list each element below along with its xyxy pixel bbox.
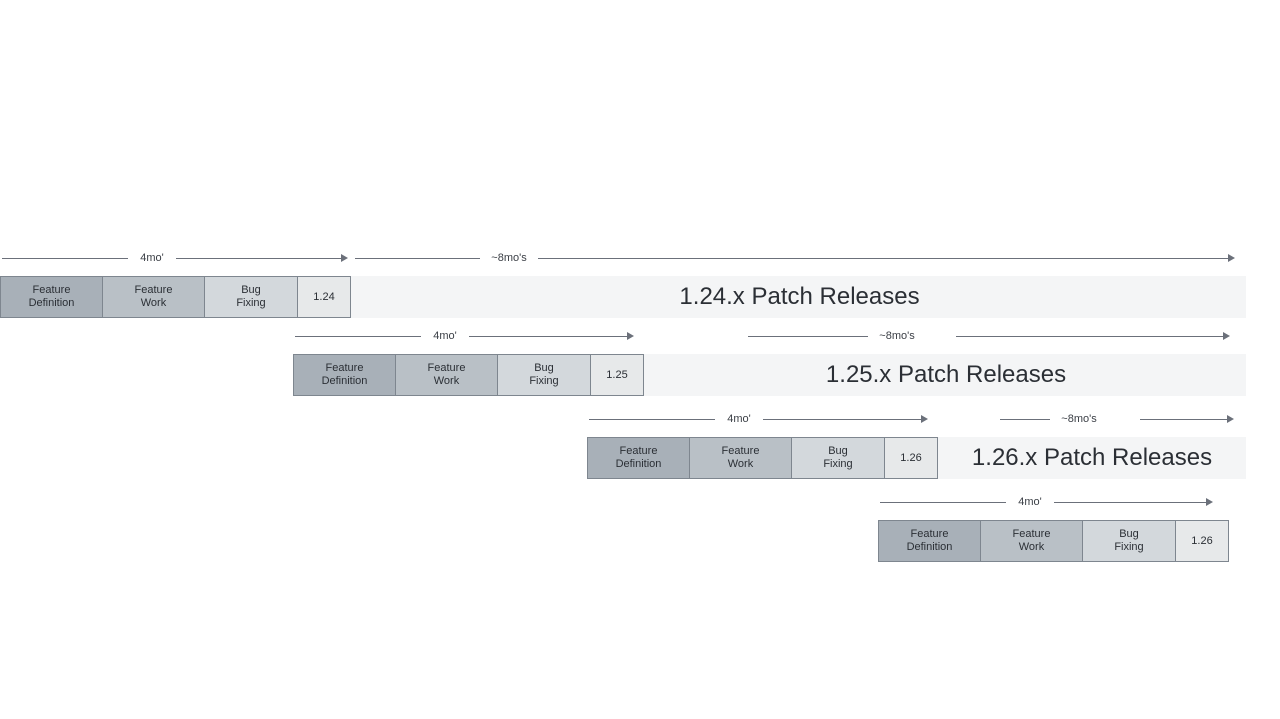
patch-label-wrap-1-26: 1.26.x Patch Releases [938, 437, 1246, 479]
dimension-arrowhead-icon [1228, 254, 1235, 262]
dimension-arrowhead-icon [921, 415, 928, 423]
version-box-1-26[interactable]: 1.26 [884, 437, 938, 479]
dimension-8mo-1-25: ~8mo's [748, 326, 1238, 346]
phase-feature-work[interactable]: Feature Work [395, 354, 498, 396]
dimension-line-right [1140, 419, 1227, 420]
dimension-8mo-1-26: ~8mo's [1000, 409, 1240, 429]
patch-release-label-1-24: 1.24.x Patch Releases [679, 283, 920, 310]
release-row-1-24: 4mo' ~8mo's Feature Definition Feature W… [0, 248, 1280, 325]
dimension-line-right [469, 336, 627, 337]
phase-bug-fixing[interactable]: Bug Fixing [204, 276, 298, 318]
dimension-line-right [1054, 502, 1206, 503]
dimension-arrowhead-icon [1223, 332, 1230, 340]
dimension-arrowhead-icon [1227, 415, 1234, 423]
dimension-line-left [2, 258, 128, 259]
release-row-1-26-next: 4mo' Feature Definition Feature Work Bug… [0, 492, 1280, 569]
phase-feature-definition[interactable]: Feature Definition [878, 520, 981, 562]
phase-feature-work[interactable]: Feature Work [102, 276, 205, 318]
dimension-label-4mo: 4mo' [727, 413, 751, 425]
dimension-line-left [1000, 419, 1050, 420]
phase-feature-definition[interactable]: Feature Definition [0, 276, 103, 318]
dimension-line-right [538, 258, 1228, 259]
dimension-arrowhead-icon [1206, 498, 1213, 506]
dimension-label-8mo: ~8mo's [491, 252, 527, 264]
dimension-line-left [748, 336, 868, 337]
phase-feature-definition[interactable]: Feature Definition [587, 437, 690, 479]
release-row-1-25: 4mo' ~8mo's Feature Definition Feature W… [0, 326, 1280, 403]
version-box-1-25[interactable]: 1.25 [590, 354, 644, 396]
dimension-label-8mo: ~8mo's [1061, 413, 1097, 425]
phase-bar-1-24: Feature Definition Feature Work Bug Fixi… [0, 276, 351, 318]
version-box-1-26-next[interactable]: 1.26 [1175, 520, 1229, 562]
dimension-line-left [589, 419, 715, 420]
phase-bar-1-26: Feature Definition Feature Work Bug Fixi… [587, 437, 938, 479]
dimension-line-right [763, 419, 921, 420]
phase-bug-fixing[interactable]: Bug Fixing [497, 354, 591, 396]
phase-bug-fixing[interactable]: Bug Fixing [1082, 520, 1176, 562]
version-box-1-24[interactable]: 1.24 [297, 276, 351, 318]
patch-label-wrap-1-25: 1.25.x Patch Releases [646, 354, 1246, 396]
phase-feature-work[interactable]: Feature Work [980, 520, 1083, 562]
release-row-1-26: 4mo' ~8mo's Feature Definition Feature W… [0, 409, 1280, 486]
phase-bar-1-26-next: Feature Definition Feature Work Bug Fixi… [878, 520, 1229, 562]
patch-release-label-1-25: 1.25.x Patch Releases [825, 361, 1067, 388]
dimension-arrowhead-icon [627, 332, 634, 340]
patch-label-wrap-1-24: 1.24.x Patch Releases [353, 276, 1246, 318]
dimension-4mo-1-26: 4mo' [587, 409, 937, 429]
dimension-4mo-1-24: 4mo' [0, 248, 350, 268]
phase-bar-1-25: Feature Definition Feature Work Bug Fixi… [293, 354, 644, 396]
phase-feature-definition[interactable]: Feature Definition [293, 354, 396, 396]
dimension-line-left [295, 336, 421, 337]
dimension-line-left [355, 258, 480, 259]
dimension-label-4mo: 4mo' [1018, 496, 1042, 508]
dimension-8mo-1-24: ~8mo's [355, 248, 1235, 268]
dimension-label-4mo: 4mo' [140, 252, 164, 264]
dimension-4mo-1-26-next: 4mo' [878, 492, 1228, 512]
dimension-label-4mo: 4mo' [433, 330, 457, 342]
dimension-line-left [880, 502, 1006, 503]
dimension-arrowhead-icon [341, 254, 348, 262]
dimension-label-8mo: ~8mo's [879, 330, 915, 342]
phase-feature-work[interactable]: Feature Work [689, 437, 792, 479]
patch-release-label-1-26: 1.26.x Patch Releases [971, 444, 1213, 471]
dimension-line-right [956, 336, 1223, 337]
dimension-4mo-1-25: 4mo' [293, 326, 643, 346]
phase-bug-fixing[interactable]: Bug Fixing [791, 437, 885, 479]
dimension-line-right [176, 258, 341, 259]
